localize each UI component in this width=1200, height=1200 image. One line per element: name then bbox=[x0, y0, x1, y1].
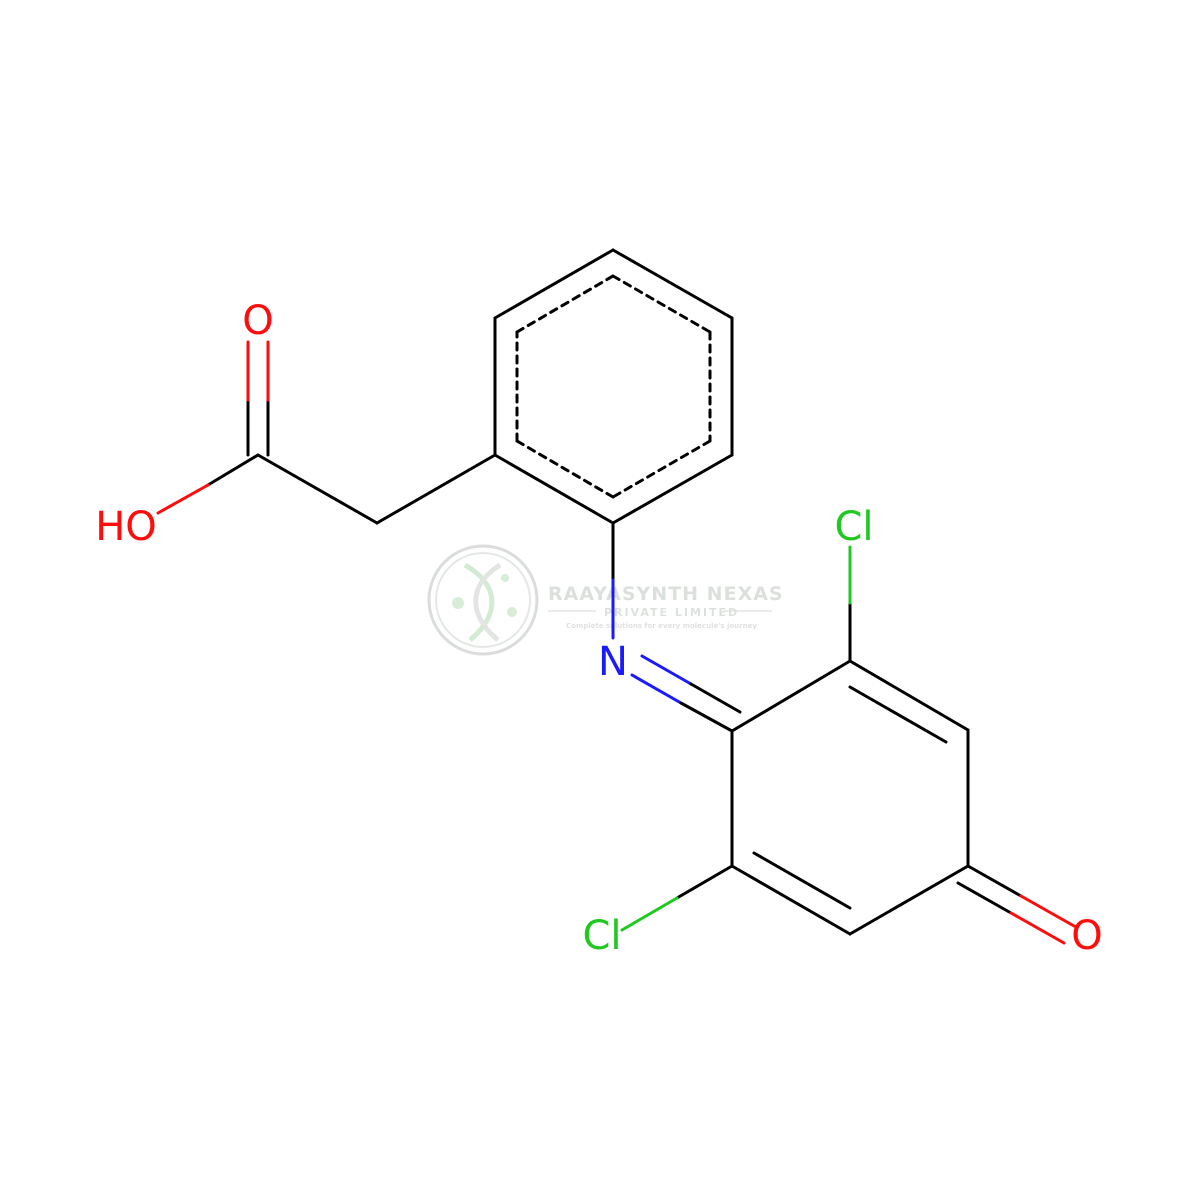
bond-ch2-carboxyl bbox=[256, 453, 379, 525]
bonds bbox=[156, 248, 1076, 945]
bond-n-c-double-a-blue bbox=[630, 673, 683, 705]
bond-benzene-3 bbox=[611, 453, 734, 525]
bond-ring-ch2 bbox=[375, 453, 497, 525]
bond-n-c-double-b-blue bbox=[640, 654, 693, 686]
bond-benzene-6 bbox=[493, 248, 615, 320]
atom-oh-acid: HO bbox=[95, 504, 157, 550]
bond-c-cl-bottom-green bbox=[620, 896, 679, 932]
bond-c-oh-red bbox=[156, 483, 210, 515]
bond-c-oh-black bbox=[206, 453, 260, 487]
dna-helix-logo bbox=[427, 544, 539, 656]
bond-n-c-double-a-black bbox=[679, 701, 734, 733]
bond-quinone-4 bbox=[848, 864, 970, 936]
bond-n-c-double-b-black bbox=[689, 682, 742, 714]
bond-quinone-2-inner bbox=[848, 685, 948, 744]
atom-o-carbonyl-acid: O bbox=[242, 298, 273, 344]
bond-quinone-5 bbox=[730, 864, 852, 936]
atom-o-quinone: O bbox=[1071, 913, 1102, 959]
watermark-title: RAAYASYNTH NEXAS bbox=[548, 583, 784, 605]
bond-quinone-1 bbox=[730, 659, 852, 733]
atom-cl-bottom: Cl bbox=[582, 913, 621, 959]
watermark: RAAYASYNTH NEXAS PRIVATE LIMITED Complet… bbox=[427, 544, 784, 656]
atom-labels: O HO N Cl Cl O bbox=[95, 298, 1103, 959]
bond-quinone-2 bbox=[848, 659, 970, 732]
watermark-subtitle: PRIVATE LIMITED bbox=[604, 606, 739, 619]
bond-c-cl-bottom-black bbox=[675, 864, 734, 900]
bond-quinone-5-inner bbox=[752, 851, 852, 910]
bond-quinone-co-a-black bbox=[956, 881, 1013, 915]
aromatic-dashes bbox=[515, 274, 712, 499]
bond-quinone-co-b-black bbox=[966, 864, 1023, 898]
bond-quinone-co-b-red bbox=[1019, 894, 1076, 928]
atom-n-imine: N bbox=[598, 639, 628, 685]
bond-quinone-co-a-red bbox=[1009, 911, 1066, 945]
bond-benzene-1 bbox=[611, 248, 734, 320]
bond-benzene-4 bbox=[493, 453, 615, 525]
atom-cl-top: Cl bbox=[834, 504, 873, 550]
watermark-tagline: Complete solutions for every molecule's … bbox=[566, 622, 757, 630]
